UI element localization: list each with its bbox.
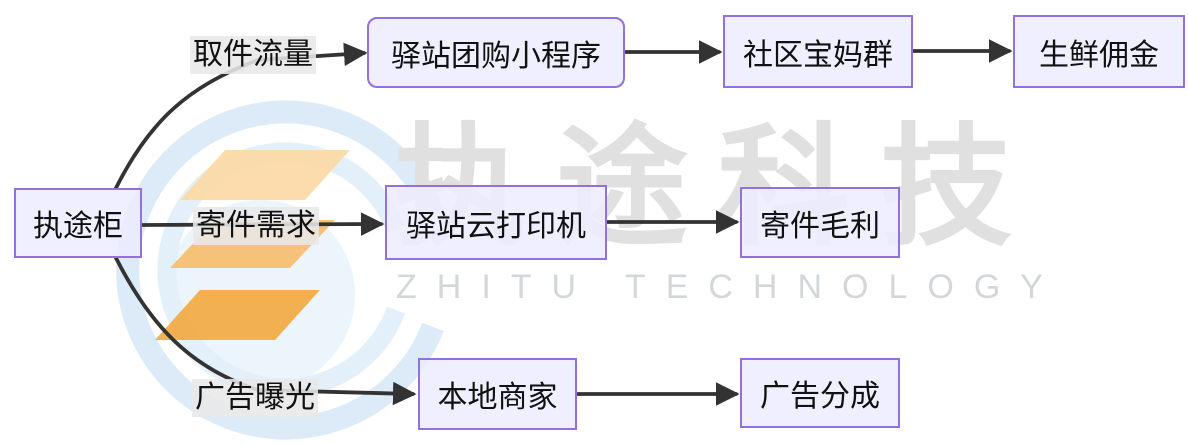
node-fresh-commission: 生鲜佣金 <box>1013 15 1185 88</box>
edge-label-pickup-traffic: 取件流量 <box>190 36 316 74</box>
node-community-mom-group: 社区宝妈群 <box>723 15 913 88</box>
edge-label-shipping-demand: 寄件需求 <box>193 207 319 245</box>
node-shipping-margin: 寄件毛利 <box>740 187 900 258</box>
node-cloud-printer: 驿站云打印机 <box>385 185 607 260</box>
node-ad-revenue-share: 广告分成 <box>740 358 900 428</box>
node-groupbuy-miniprogram: 驿站团购小程序 <box>367 17 625 88</box>
node-hub-cabinet: 执途柜 <box>14 188 142 258</box>
node-local-merchants: 本地商家 <box>418 358 577 430</box>
edge-hub-to-localmerchants <box>114 256 417 406</box>
edge-label-ad-exposure: 广告曝光 <box>192 379 318 417</box>
